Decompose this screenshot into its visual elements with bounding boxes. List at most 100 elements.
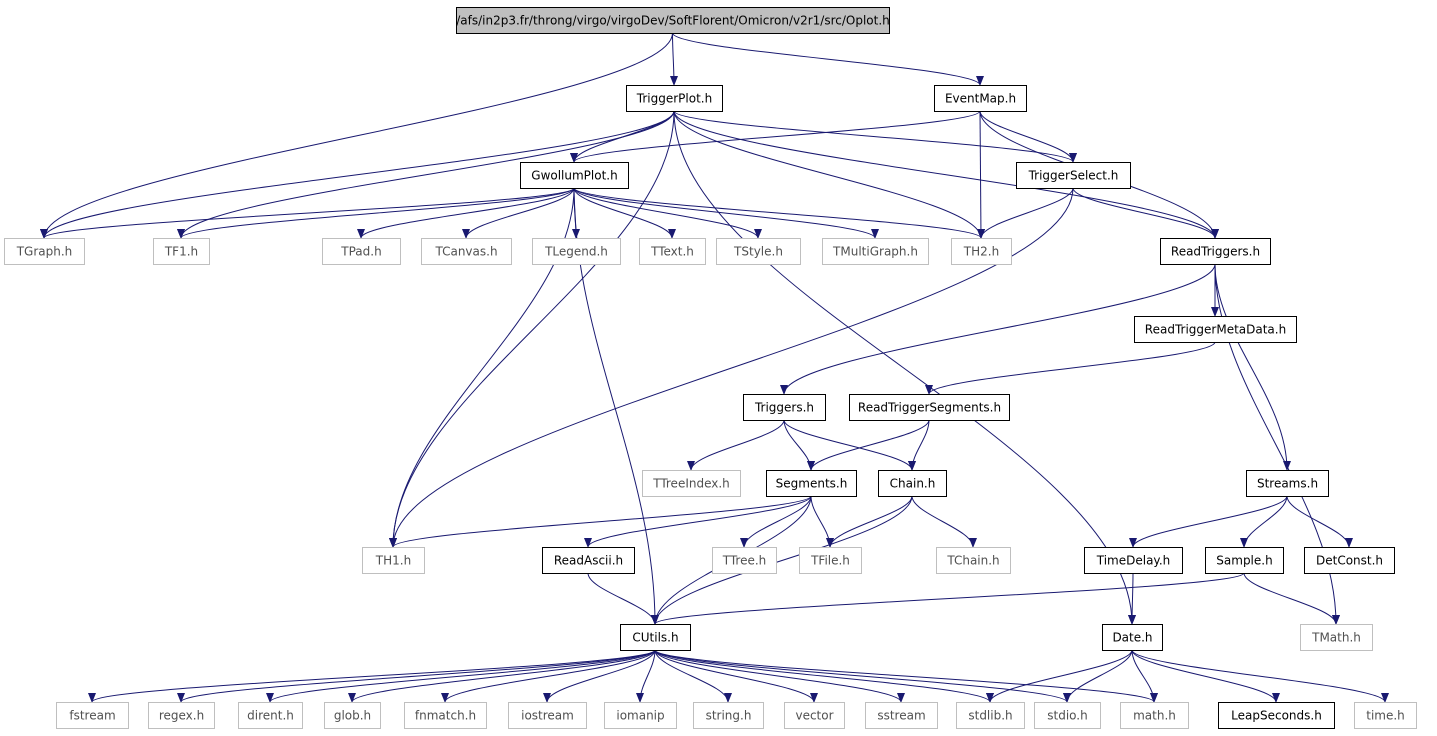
node-sample[interactable]: Sample.h [1205, 547, 1284, 574]
node-streams-box [1246, 470, 1329, 497]
node-tmath: TMath.h [1300, 624, 1373, 651]
node-leapseconds[interactable]: LeapSeconds.h [1218, 702, 1335, 729]
node-sstream-box [865, 702, 938, 729]
node-readtriggermetadata-label: ReadTriggerMetaData.h [1145, 323, 1286, 337]
node-tf1-box [153, 238, 210, 265]
node-readascii-label: ReadAscii.h [554, 554, 623, 568]
edge-cutils-to-iostream [543, 649, 656, 703]
node-fstream: fstream [56, 702, 129, 729]
node-fnmatch: fnmatch.h [404, 702, 487, 729]
node-stdio-box [1034, 702, 1101, 729]
node-chain-label: Chain.h [890, 477, 936, 491]
node-eventmap[interactable]: EventMap.h [934, 85, 1027, 112]
edge-segments-to-ttree [740, 495, 812, 548]
node-triggers[interactable]: Triggers.h [743, 394, 826, 421]
node-regex: regex.h [148, 702, 215, 729]
node-tcanvas-label: TCanvas.h [434, 245, 497, 259]
node-tchain-box [936, 547, 1011, 574]
node-tpad-box [322, 238, 401, 265]
node-sstream: sstream [865, 702, 938, 729]
edge-gwollumplot-to-tpad [357, 187, 575, 239]
node-stdio-label: stdio.h [1047, 709, 1087, 723]
node-readascii[interactable]: ReadAscii.h [542, 547, 635, 574]
edge-segments-to-readascii [584, 495, 812, 548]
node-chain[interactable]: Chain.h [878, 470, 947, 497]
node-ttreeindex-box [642, 470, 741, 497]
node-iomanip-label: iomanip [616, 709, 664, 723]
edge-date-to-math [1131, 649, 1158, 703]
node-tpad: TPad.h [322, 238, 401, 265]
edge-sample-to-tmath [1243, 572, 1340, 625]
node-gwollumplot[interactable]: GwollumPlot.h [520, 162, 629, 189]
node-time-box [1354, 702, 1417, 729]
node-triggerplot[interactable]: TriggerPlot.h [626, 85, 723, 112]
node-ttree-box [712, 547, 777, 574]
edge-readtriggers-to-streams [1214, 263, 1291, 471]
edge-cutils-to-stdlib [654, 649, 994, 703]
node-eventmap-box [934, 85, 1027, 112]
node-sstream-label: sstream [877, 709, 925, 723]
node-tstyle: TStyle.h [716, 238, 801, 265]
node-regex-label: regex.h [159, 709, 204, 723]
node-readtriggersegments-label: ReadTriggerSegments.h [858, 401, 1001, 415]
edge-segments-to-tfile [810, 495, 834, 548]
node-math-box [1120, 702, 1189, 729]
edge-date-to-time [1131, 649, 1389, 703]
node-cutils[interactable]: CUtils.h [620, 624, 691, 651]
edge-eventmap-to-gwollumplot [570, 110, 981, 163]
edge-segments-to-th1 [389, 495, 812, 548]
node-triggers-label: Triggers.h [754, 401, 814, 415]
node-fstream-label: fstream [69, 709, 115, 723]
node-readascii-box [542, 547, 635, 574]
node-tlegend-box [532, 238, 621, 265]
edge-triggerplot-to-th2 [673, 110, 985, 239]
edge-cutils-to-fstream [88, 649, 656, 703]
node-glob-label: glob.h [334, 709, 371, 723]
node-tlegend-label: TLegend.h [544, 245, 608, 259]
node-readtriggersegments[interactable]: ReadTriggerSegments.h [849, 394, 1010, 421]
node-gwollumplot-box [520, 162, 629, 189]
node-glob: glob.h [324, 702, 381, 729]
node-ttext: TText.h [639, 238, 706, 265]
node-tmath-label: TMath.h [1311, 631, 1361, 645]
node-vector-label: vector [795, 709, 833, 723]
node-triggerselect[interactable]: TriggerSelect.h [1016, 162, 1131, 189]
node-streams-label: Streams.h [1257, 477, 1318, 491]
node-date[interactable]: Date.h [1102, 624, 1163, 651]
node-vector-box [784, 702, 845, 729]
edge-date-to-stdio [1063, 649, 1133, 703]
edge-triggerselect-to-readtriggers [1072, 187, 1219, 239]
edge-eventmap-to-th2 [976, 110, 985, 239]
node-math: math.h [1120, 702, 1189, 729]
node-stdlib-label: stdlib.h [968, 709, 1012, 723]
node-tgraph: TGraph.h [4, 238, 85, 265]
node-fnmatch-label: fnmatch.h [415, 709, 476, 723]
node-tcanvas-box [421, 238, 512, 265]
edge-chain-to-tfile [826, 495, 913, 548]
node-oplot-box [456, 7, 890, 34]
node-streams[interactable]: Streams.h [1246, 470, 1329, 497]
node-readtriggermetadata[interactable]: ReadTriggerMetaData.h [1134, 316, 1297, 343]
node-tfile-box [799, 547, 862, 574]
node-detconst-label: DetConst.h [1316, 554, 1383, 568]
node-detconst[interactable]: DetConst.h [1304, 547, 1395, 574]
node-oplot[interactable]: /afs/in2p3.fr/throng/virgo/virgoDev/Soft… [456, 7, 890, 34]
node-eventmap-label: EventMap.h [945, 92, 1016, 106]
node-readtriggersegments-box [849, 394, 1010, 421]
edge-cutils-to-stdio [654, 649, 1071, 703]
node-timedelay[interactable]: TimeDelay.h [1084, 547, 1183, 574]
edge-gwollumplot-to-th2 [573, 187, 985, 239]
edges-layer [40, 32, 1389, 703]
node-ttreeindex: TTreeIndex.h [642, 470, 741, 497]
edge-gwollumplot-to-tcanvas [462, 187, 575, 239]
edge-streams-to-timedelay [1129, 495, 1288, 548]
node-cutils-label: CUtils.h [632, 631, 678, 645]
node-readtriggers[interactable]: ReadTriggers.h [1160, 238, 1271, 265]
edge-triggerselect-to-th2 [977, 187, 1074, 239]
node-segments[interactable]: Segments.h [766, 470, 857, 497]
node-th2: TH2.h [951, 238, 1012, 265]
node-iomanip: iomanip [604, 702, 677, 729]
node-timedelay-box [1084, 547, 1183, 574]
edge-gwollumplot-to-tmultigraph [573, 187, 879, 239]
